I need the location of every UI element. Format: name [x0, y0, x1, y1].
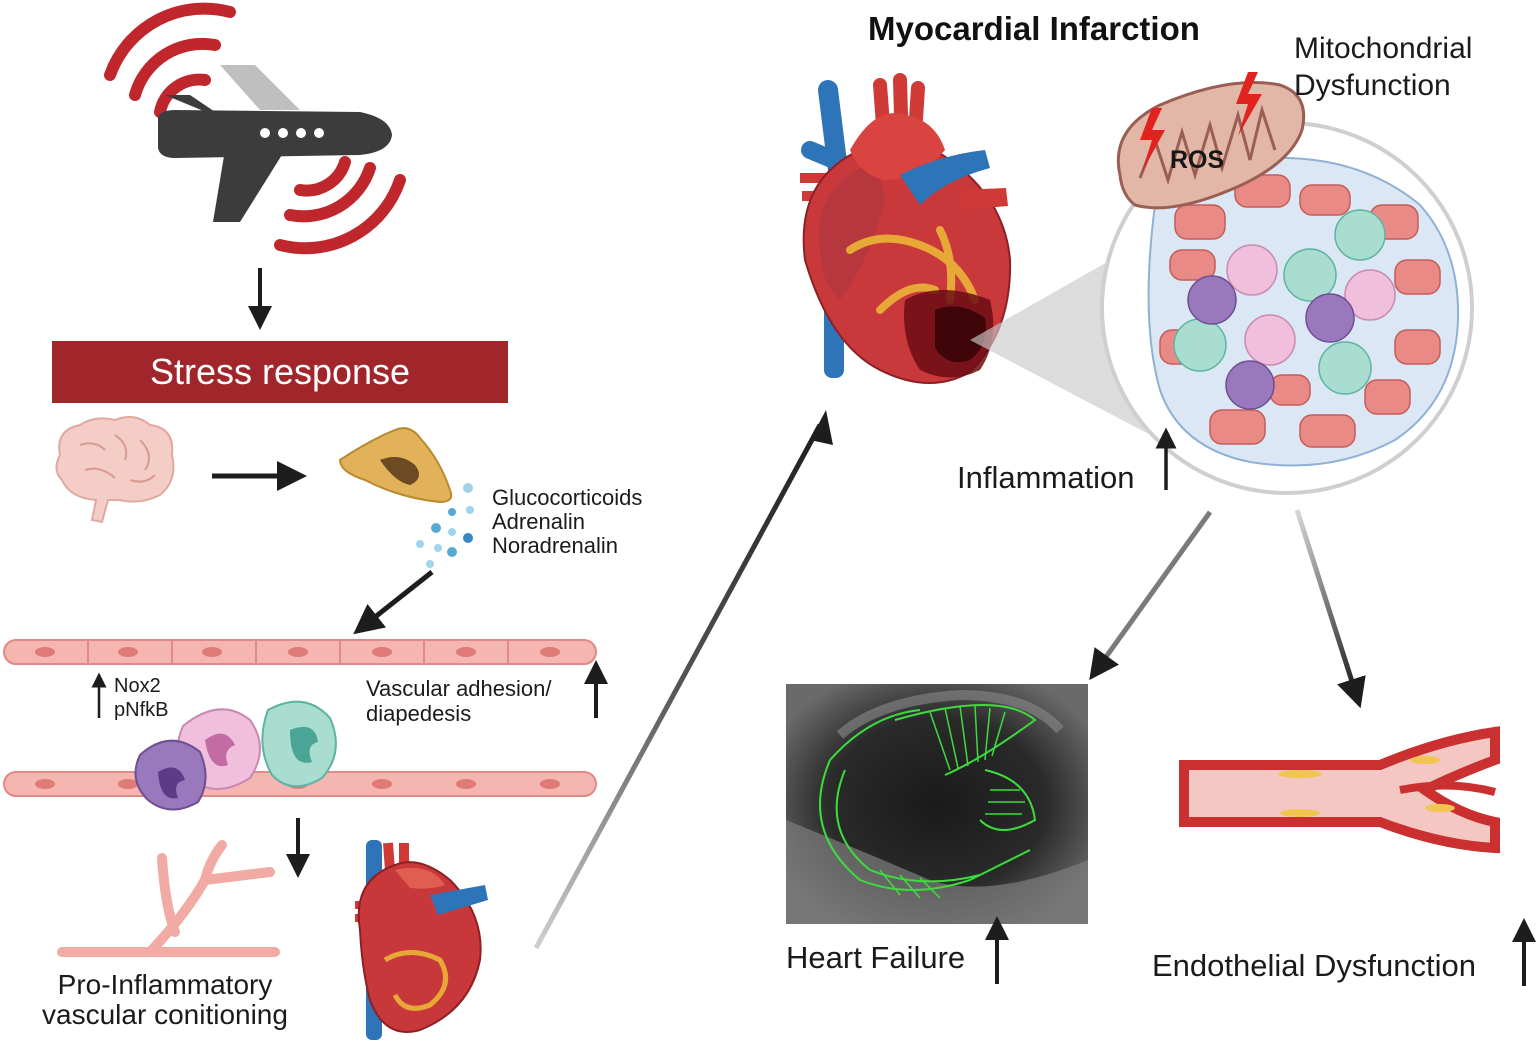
- pro-inflammatory-label: Pro-Inflammatory vascular conitioning: [20, 970, 310, 1030]
- arrow-diagonal-icon: [353, 570, 434, 635]
- arrow-heart-failure: [1089, 510, 1213, 681]
- brain-icon: [55, 415, 175, 524]
- arrow-endothelial: [1294, 509, 1366, 709]
- airplane-noise-illustration: [104, 2, 406, 255]
- diagram-title: Myocardial Infarction: [868, 10, 1200, 47]
- arrowhead-icon: [810, 410, 833, 445]
- hormone-droplets-icon: [416, 483, 474, 568]
- marker-item: Nox2: [114, 675, 161, 697]
- hormone-item: Noradrenalin: [492, 533, 618, 558]
- mitochondrion-icon: [1116, 72, 1306, 210]
- marker-item: pNfkB: [114, 699, 169, 721]
- hormone-item: Glucocorticoids: [492, 485, 643, 510]
- inflammation-label: Inflammation: [957, 460, 1135, 495]
- endothelial-dysfunction-label: Endothelial Dysfunction: [1152, 948, 1476, 983]
- ros-label: ROS: [1170, 146, 1225, 174]
- noise-wave-icon: [104, 2, 406, 255]
- marker-list: Nox2 pNfkB: [114, 674, 168, 722]
- adrenal-gland-icon: [338, 427, 474, 568]
- endothelium-top: [3, 639, 597, 665]
- hormone-list: Glucocorticoids Adrenalin Noradrenalin: [492, 486, 642, 558]
- lightning-icon: [1140, 108, 1165, 172]
- artery-icon: [1179, 726, 1500, 854]
- adhesion-line: diapedesis: [366, 701, 472, 726]
- stress-response-label: Stress response: [149, 351, 411, 392]
- pro-inflammatory-line: Pro-Inflammatory: [57, 969, 273, 1000]
- pro-inflammatory-line: vascular conitioning: [42, 999, 288, 1030]
- hormone-item: Adrenalin: [492, 509, 585, 534]
- mitochondrial-dysfunction-label: Mitochondrial Dysfunction: [1294, 32, 1473, 102]
- vascular-branch-icon: [57, 840, 280, 957]
- adhesion-label: Vascular adhesion/ diapedesis: [366, 676, 552, 726]
- airplane-icon: [158, 65, 392, 222]
- stress-response-banner: Stress response: [52, 341, 508, 403]
- lightning-icon: [1236, 72, 1262, 136]
- leukocyte-cells-icon: [134, 700, 337, 811]
- echo-trace: [819, 704, 1037, 891]
- echocardiogram-image: [786, 684, 1088, 924]
- adhesion-line: Vascular adhesion/: [366, 676, 552, 701]
- heart-small-icon: [355, 840, 488, 1040]
- infarct-tissue-icon: [1147, 156, 1460, 467]
- heart-large-icon: [800, 73, 1012, 384]
- heart-failure-label: Heart Failure: [786, 940, 966, 975]
- arrow-long-icon: [533, 423, 823, 950]
